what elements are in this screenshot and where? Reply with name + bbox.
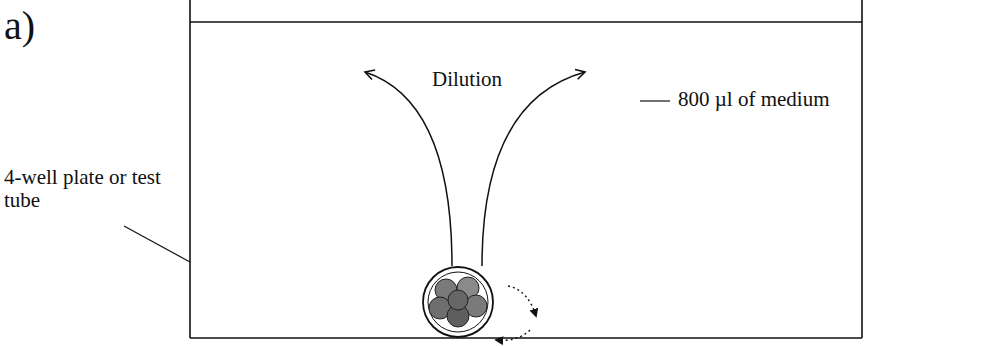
medium-label: 800 µl of medium [678,88,830,111]
leader-line [640,100,670,101]
embryo [423,267,493,337]
rotation-arrow [508,286,536,316]
process-label: Dilution [427,68,507,91]
panel-label: a) [4,4,35,48]
well-outline [190,0,862,338]
dilution-arrow [365,72,452,266]
vessel-label: 4-well plate or test tube [4,166,176,212]
medium-surface [190,21,862,22]
dilution-arrow [482,72,585,266]
leader-line [124,226,190,262]
rotation-arrow [496,330,530,340]
